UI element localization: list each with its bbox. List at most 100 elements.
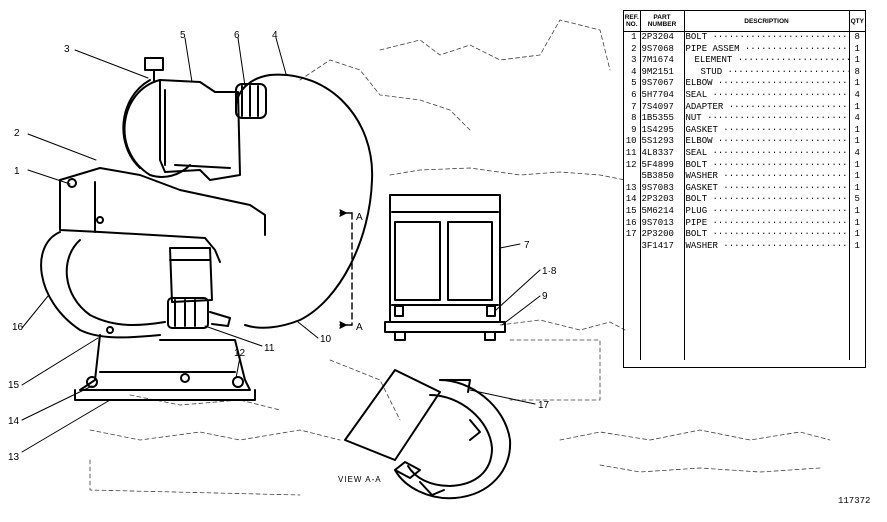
description-cell: NUT ····································… [684, 113, 850, 125]
part-number-cell: 9S7013 [640, 217, 685, 230]
description-cell: ELBOW ··································… [684, 136, 850, 148]
part-number-cell: 1S4295 [640, 124, 685, 137]
qty-cell: 1 [854, 101, 860, 112]
description-cell: PIPE ASSEM ·····························… [684, 43, 850, 56]
part-number-cell: 2P3200 [640, 229, 685, 241]
ref-cell: 7 [624, 101, 641, 114]
ref-cell: 11 [624, 147, 641, 160]
ref-cell: 15 [624, 205, 641, 218]
part-number-cell: 9S7067 [640, 78, 685, 90]
callout-17: 17 [538, 400, 550, 411]
callout-13: 13 [8, 452, 20, 463]
description-cell: STUD ···································… [684, 66, 850, 79]
callout-9: 9 [542, 291, 548, 302]
qty-cell: 4 [854, 89, 860, 100]
ref-cell [624, 240, 641, 253]
qty-cell: 8 [854, 66, 860, 77]
empty-cell [849, 252, 865, 360]
ref-cell: 9 [624, 124, 641, 137]
description-cell: SEAL ···································… [684, 147, 850, 160]
part-number-cell: 5M6214 [640, 205, 685, 218]
description-cell: PIPE ···································… [684, 217, 850, 230]
part-number-cell: 2P3203 [640, 194, 685, 206]
qty-cell: 1 [854, 159, 860, 170]
section-line-a-a [339, 209, 353, 329]
table-filler-row [624, 252, 865, 361]
ref-cell: 6 [624, 89, 641, 102]
ref-cell: 1 [624, 31, 641, 44]
description-cell: BOLT ···································… [684, 194, 850, 206]
ref-cell: 17 [624, 229, 641, 241]
adapter-assembly [384, 194, 506, 341]
qty-cell: 8 [854, 32, 860, 42]
header-qty: QTY [849, 11, 865, 32]
ref-cell: 13 [624, 182, 641, 195]
part-number-cell: 9S7068 [640, 43, 685, 56]
qty-cell: 1 [854, 217, 860, 228]
part-number-cell: 9M2151 [640, 66, 685, 79]
description-cell: PLUG ···································… [684, 205, 850, 218]
callout-10: 10 [320, 334, 332, 345]
empty-cell [684, 252, 850, 361]
callout-14: 14 [8, 416, 20, 427]
qty-cell: 1 [854, 205, 860, 216]
description-cell: WASHER ·································… [684, 171, 850, 183]
callout-5: 5 [180, 30, 186, 41]
ref-cell: 4 [624, 66, 641, 79]
qty-cell: 1 [854, 182, 860, 193]
ref-cell: 8 [624, 113, 641, 125]
engine-phantom-outline [89, 19, 831, 496]
callout-4: 4 [272, 30, 278, 41]
description-cell: GASKET ·································… [684, 124, 850, 137]
qty-cell: 1 [854, 55, 860, 66]
section-view-a-a [344, 369, 512, 500]
empty-cell [624, 252, 641, 361]
ref-cell: 14 [624, 194, 641, 206]
callout-labels: 1 2 3 4 5 6 7 1·8 9 10 11 12 13 14 15 16… [8, 30, 557, 463]
part-number-cell: 7S4097 [640, 101, 685, 114]
callout-8: 1·8 [542, 266, 557, 277]
callout-12: 12 [234, 348, 246, 359]
ref-cell: 16 [624, 217, 641, 230]
figure-number: 117372 [838, 496, 871, 506]
part-number-cell: 2P3204 [640, 31, 685, 44]
part-number-cell: 1B5355 [640, 113, 685, 125]
description-cell: BOLT ···································… [684, 159, 850, 172]
qty-cell: 1 [854, 171, 860, 182]
qty-cell: 1 [854, 78, 860, 89]
qty-cell: 5 [854, 194, 860, 205]
turbo-elbow-assembly [40, 57, 374, 401]
qty-cell: 1 [854, 124, 860, 135]
qty-cell: 1 [854, 43, 860, 54]
description-cell: BOLT ···································… [684, 229, 850, 241]
part-number-cell: 7M1674 [640, 55, 685, 67]
empty-cell [640, 252, 685, 361]
callout-7: 7 [524, 240, 530, 251]
part-number-cell: 9S7083 [640, 182, 685, 195]
leader-lines [21, 37, 541, 453]
ref-cell: 12 [624, 159, 641, 172]
description-cell: ELBOW ··································… [684, 78, 850, 90]
header-part-number: PART NUMBER [640, 11, 685, 32]
ref-cell: 3 [624, 55, 641, 67]
callout-11: 11 [264, 343, 275, 354]
qty-cell: 4 [854, 147, 860, 158]
callout-3: 3 [64, 44, 70, 55]
description-cell: WASHER ·································… [684, 240, 850, 253]
view-a-a-label: VIEW A-A [338, 475, 382, 484]
